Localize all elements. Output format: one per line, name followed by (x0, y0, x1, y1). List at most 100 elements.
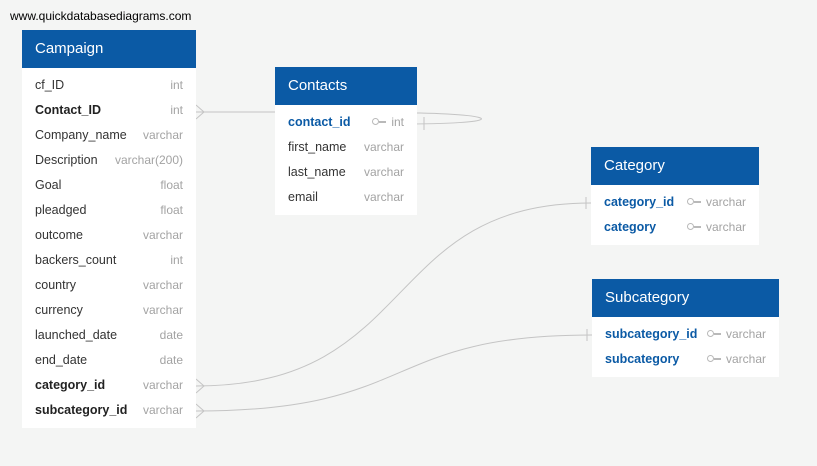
column-type-label: varchar (142, 128, 183, 142)
column-name: Description (35, 153, 98, 167)
column-type: float (160, 198, 183, 223)
key-icon (706, 354, 721, 363)
column-name: contact_id (288, 115, 351, 129)
column-type: varchar (143, 298, 183, 323)
column-type: varchar (686, 190, 746, 215)
column-type-label: varchar (705, 195, 746, 209)
column-type-label: float (160, 203, 183, 217)
column-type-label: varchar (142, 303, 183, 317)
column-type-label: varchar (725, 352, 766, 366)
column-type: varchar (143, 223, 183, 248)
column-row[interactable]: outcome varchar (22, 223, 196, 248)
column-row[interactable]: Contact_ID int (22, 98, 196, 123)
column-name: category_id (35, 378, 106, 392)
link-subcategory (195, 334, 593, 412)
column-row[interactable]: currency varchar (22, 298, 196, 323)
column-type: int (372, 110, 404, 135)
column-row[interactable]: end_date date (22, 348, 196, 373)
column-name: pleadged (35, 203, 87, 217)
column-name: backers_count (35, 253, 117, 267)
column-type-label: int (170, 78, 183, 92)
column-type-label: int (170, 103, 183, 117)
column-type-label: varchar(200) (114, 153, 183, 167)
column-name: country (35, 278, 76, 292)
key-icon (706, 329, 721, 338)
column-type-label: varchar (363, 190, 404, 204)
column-name: currency (35, 303, 83, 317)
column-name: last_name (288, 165, 346, 179)
column-type-label: varchar (363, 140, 404, 154)
column-type-label: date (159, 328, 183, 342)
column-row[interactable]: cf_ID int (22, 73, 196, 98)
column-row[interactable]: country varchar (22, 273, 196, 298)
column-type-label: varchar (142, 278, 183, 292)
column-name: Contact_ID (35, 103, 101, 117)
column-type-label: varchar (363, 165, 404, 179)
column-type-label: varchar (142, 378, 183, 392)
column-type: varchar (706, 322, 766, 347)
column-name: outcome (35, 228, 83, 242)
link-category (195, 202, 592, 387)
column-type: date (160, 323, 183, 348)
column-row[interactable]: pleadged float (22, 198, 196, 223)
column-type-label: varchar (142, 403, 183, 417)
column-row[interactable]: backers_count int (22, 248, 196, 273)
column-type: varchar (686, 215, 746, 240)
column-type-label: varchar (725, 327, 766, 341)
column-row[interactable]: Description varchar(200) (22, 148, 196, 173)
table-title[interactable]: Campaign (22, 30, 196, 68)
column-type: varchar (706, 347, 766, 372)
column-name: cf_ID (35, 78, 65, 92)
column-row[interactable]: last_name varchar (275, 160, 417, 185)
column-row[interactable]: first_name varchar (275, 135, 417, 160)
column-type: int (170, 98, 183, 123)
column-row[interactable]: category_id varchar (22, 373, 196, 398)
column-type: varchar (364, 185, 404, 210)
column-row[interactable]: subcategory_id varchar (22, 398, 196, 423)
column-row[interactable]: Company_name varchar (22, 123, 196, 148)
column-row[interactable]: category varchar (591, 215, 759, 240)
column-type-label: varchar (142, 228, 183, 242)
column-type: date (160, 348, 183, 373)
key-icon (372, 117, 387, 126)
column-name: subcategory_id (35, 403, 128, 417)
column-name: end_date (35, 353, 88, 367)
table-title[interactable]: Subcategory (592, 279, 779, 317)
column-type: varchar (143, 123, 183, 148)
column-type: varchar (143, 273, 183, 298)
column-type-label: float (160, 178, 183, 192)
link-contact-crowfoot (195, 104, 205, 120)
column-row[interactable]: Goal float (22, 173, 196, 198)
table-title[interactable]: Contacts (275, 67, 417, 105)
column-type-label: date (159, 353, 183, 367)
key-icon (686, 197, 701, 206)
watermark: www.quickdatabasediagrams.com (10, 9, 192, 23)
column-type: int (170, 73, 183, 98)
column-name: Company_name (35, 128, 127, 142)
column-name: first_name (288, 140, 347, 154)
column-type: varchar (364, 160, 404, 185)
column-type: varchar (143, 373, 183, 398)
column-name: Goal (35, 178, 62, 192)
column-type: varchar (143, 398, 183, 423)
table-title[interactable]: Category (591, 147, 759, 185)
column-type-label: int (391, 115, 404, 129)
column-name: category (604, 220, 657, 234)
column-type: varchar(200) (115, 148, 183, 173)
column-type-label: int (170, 253, 183, 267)
link-subcategory-crowfoot (195, 403, 205, 419)
column-row[interactable]: contact_id int (275, 110, 417, 135)
column-type: int (170, 248, 183, 273)
